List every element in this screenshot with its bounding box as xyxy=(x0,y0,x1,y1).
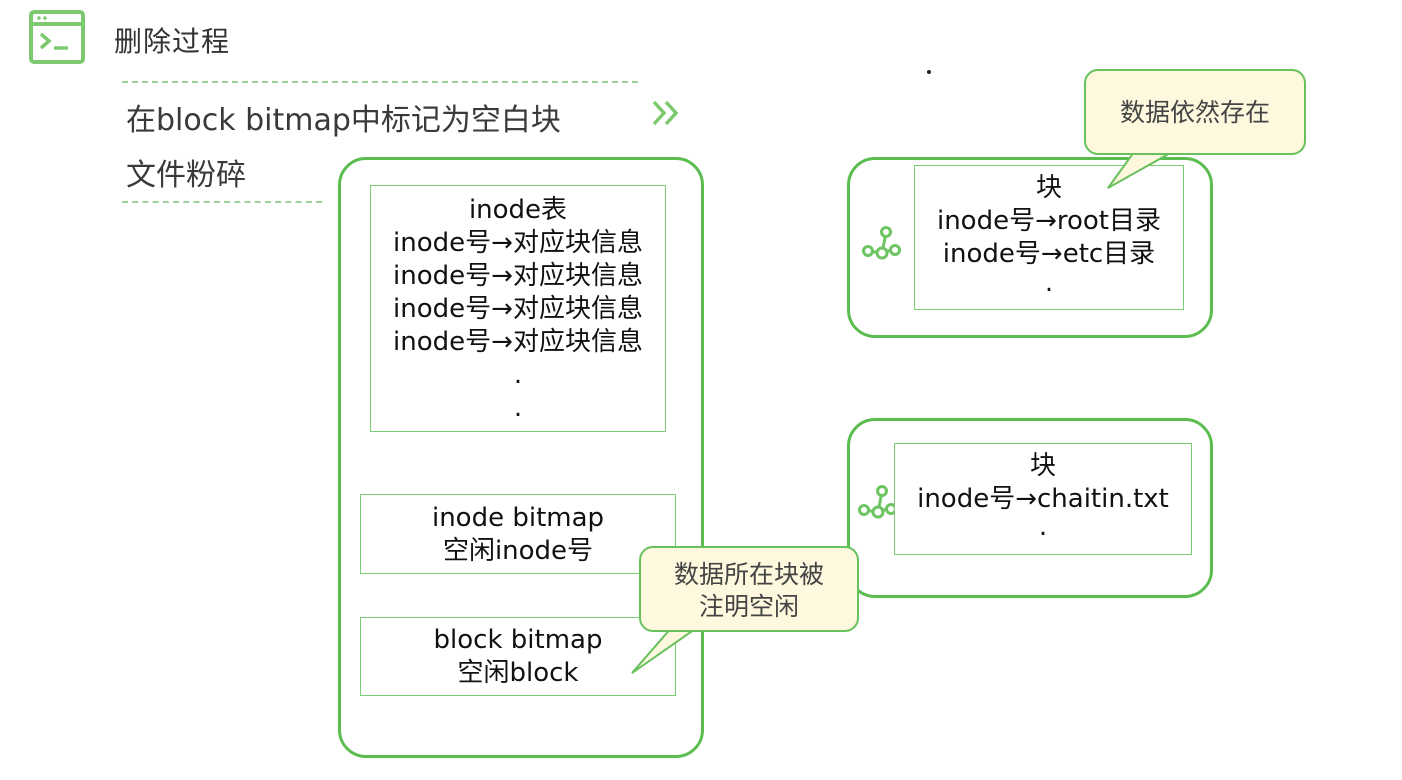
menu-item-file-shred[interactable]: 文件粉碎 xyxy=(126,158,246,193)
block-bitmap-title: block bitmap xyxy=(433,625,603,655)
block-2-content: 块 inode号→chaitin.txt . xyxy=(894,443,1192,555)
block-1-ellipsis: . xyxy=(1044,268,1054,298)
inode-table-row: inode号→对应块信息 xyxy=(393,294,643,324)
block-1-title: 块 xyxy=(1035,173,1062,203)
menu-item-mark-free-block[interactable]: 在block bitmap中标记为空白块 xyxy=(126,103,561,138)
inode-table-row: inode号→对应块信息 xyxy=(393,228,643,258)
block-bitmap-box: block bitmap 空闲block xyxy=(360,617,676,696)
block-2-entry: inode号→chaitin.txt xyxy=(917,484,1169,514)
network-nodes-icon xyxy=(858,485,897,519)
block-1-content: 块 inode号→root目录 inode号→etc目录 . xyxy=(914,165,1184,310)
divider-bottom xyxy=(122,201,322,203)
network-nodes-icon xyxy=(862,226,901,260)
inode-table-ellipsis: . xyxy=(513,393,523,423)
callout-block-marked-free-line: 数据所在块被 xyxy=(673,560,824,589)
divider-top xyxy=(122,81,638,83)
callout-data-exists-text: 数据依然存在 xyxy=(1119,98,1270,127)
page-title: 删除过程 xyxy=(114,25,231,58)
inode-table-row: inode号→对应块信息 xyxy=(393,327,643,357)
stray-dot xyxy=(927,70,931,74)
callout-block-marked-free: 数据所在块被 注明空闲 xyxy=(639,546,859,632)
block-bitmap-label: 空闲block xyxy=(457,658,579,688)
inode-table-title: inode表 xyxy=(468,195,568,225)
block-1-entry: inode号→etc目录 xyxy=(942,239,1156,269)
callout-data-exists: 数据依然存在 xyxy=(1084,69,1306,155)
callout-tail xyxy=(631,625,702,674)
terminal-window-icon xyxy=(29,10,85,64)
inode-bitmap-label: 空闲inode号 xyxy=(442,536,594,566)
inode-table-row: inode号→对应块信息 xyxy=(393,261,643,291)
callout-tail xyxy=(1107,150,1176,189)
block-1-entry: inode号→root目录 xyxy=(936,206,1162,236)
block-2-title: 块 xyxy=(1029,451,1056,481)
inode-table-ellipsis: . xyxy=(513,360,523,390)
inode-bitmap-box: inode bitmap 空闲inode号 xyxy=(360,494,676,574)
callout-block-marked-free-line: 注明空闲 xyxy=(698,592,799,621)
inode-bitmap-title: inode bitmap xyxy=(431,503,605,533)
block-2-ellipsis: . xyxy=(1038,512,1048,542)
inode-table-box: inode表 inode号→对应块信息 inode号→对应块信息 inode号→… xyxy=(370,185,666,432)
double-chevron-right-icon xyxy=(652,100,679,126)
